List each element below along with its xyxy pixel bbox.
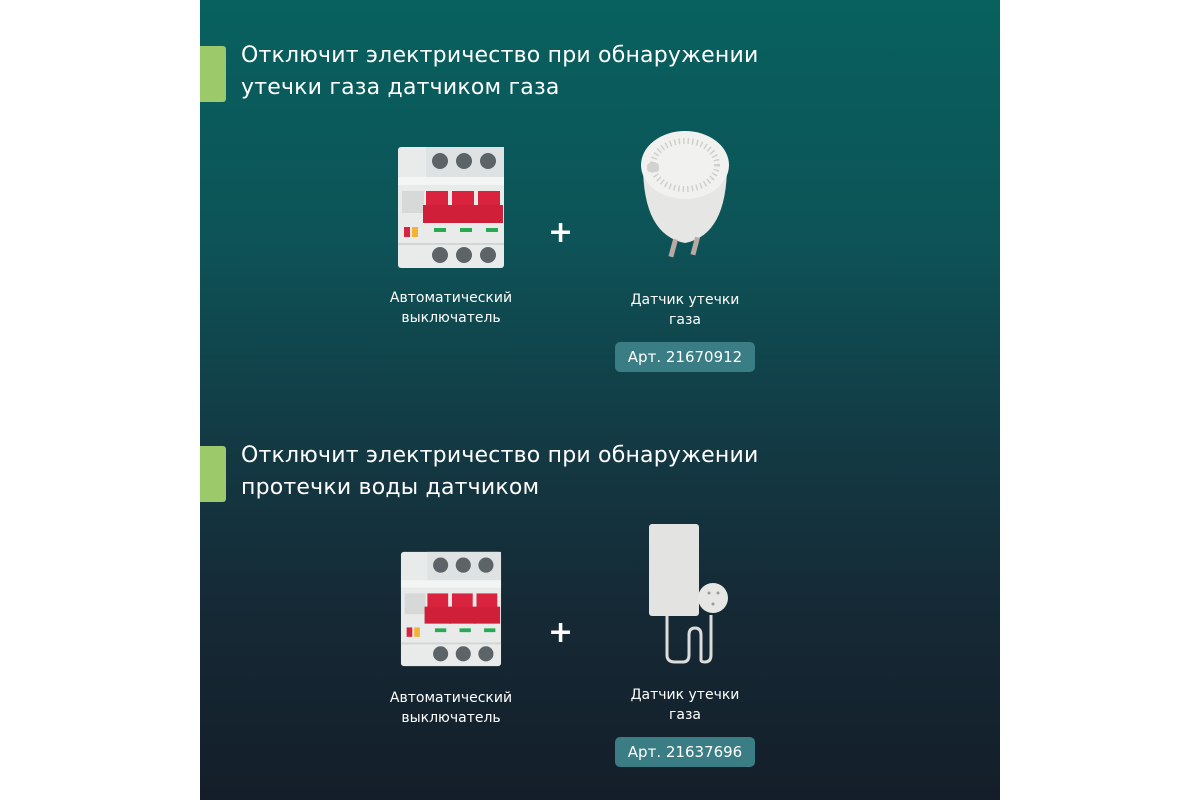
article-badge: Арт. 21670912 <box>614 342 756 372</box>
section-title: Отключит электричество при обнаружении у… <box>241 40 758 104</box>
product-water-sensor: Датчик утечки газа Арт. 21637696 <box>600 520 770 767</box>
product-label: Автоматический выключатель <box>370 688 532 728</box>
label-line: Датчик утечки <box>630 292 740 308</box>
label-line: Автоматический <box>389 290 513 306</box>
label-line: выключатель <box>401 710 501 726</box>
title-line: Отключит электричество при обнаружении <box>241 43 759 68</box>
label-line: Датчик утечки <box>630 687 740 703</box>
plus-icon: + <box>548 615 574 650</box>
label-line: Автоматический <box>389 690 513 706</box>
circuit-breaker-icon <box>400 551 502 667</box>
title-line: Отключит электричество при обнаружении <box>241 443 759 468</box>
water-leak-sensor-icon <box>649 524 728 664</box>
accent-bar <box>200 446 226 502</box>
label-line: газа <box>669 312 701 328</box>
product-label: Датчик утечки газа <box>600 290 770 330</box>
promo-panel: Отключит электричество при обнаружении у… <box>200 0 1000 800</box>
title-line: утечки газа датчиком газа <box>241 75 560 100</box>
article-badge: Арт. 21637696 <box>614 737 756 767</box>
circuit-breaker-icon <box>398 147 504 268</box>
product-circuit-breaker: Автоматический выключатель <box>370 550 532 728</box>
section-title: Отключит электричество при обнаружении п… <box>241 440 758 504</box>
plus-icon: + <box>548 215 574 250</box>
product-gas-sensor: Датчик утечки газа Арт. 21670912 <box>600 125 770 372</box>
product-label: Датчик утечки газа <box>600 685 770 725</box>
label-line: выключатель <box>401 310 501 326</box>
accent-bar <box>200 46 226 102</box>
label-line: газа <box>669 707 701 723</box>
title-line: протечки воды датчиком <box>241 475 540 500</box>
product-circuit-breaker: Автоматический выключатель <box>370 145 532 328</box>
gas-sensor-icon <box>641 131 729 258</box>
product-label: Автоматический выключатель <box>370 288 532 328</box>
